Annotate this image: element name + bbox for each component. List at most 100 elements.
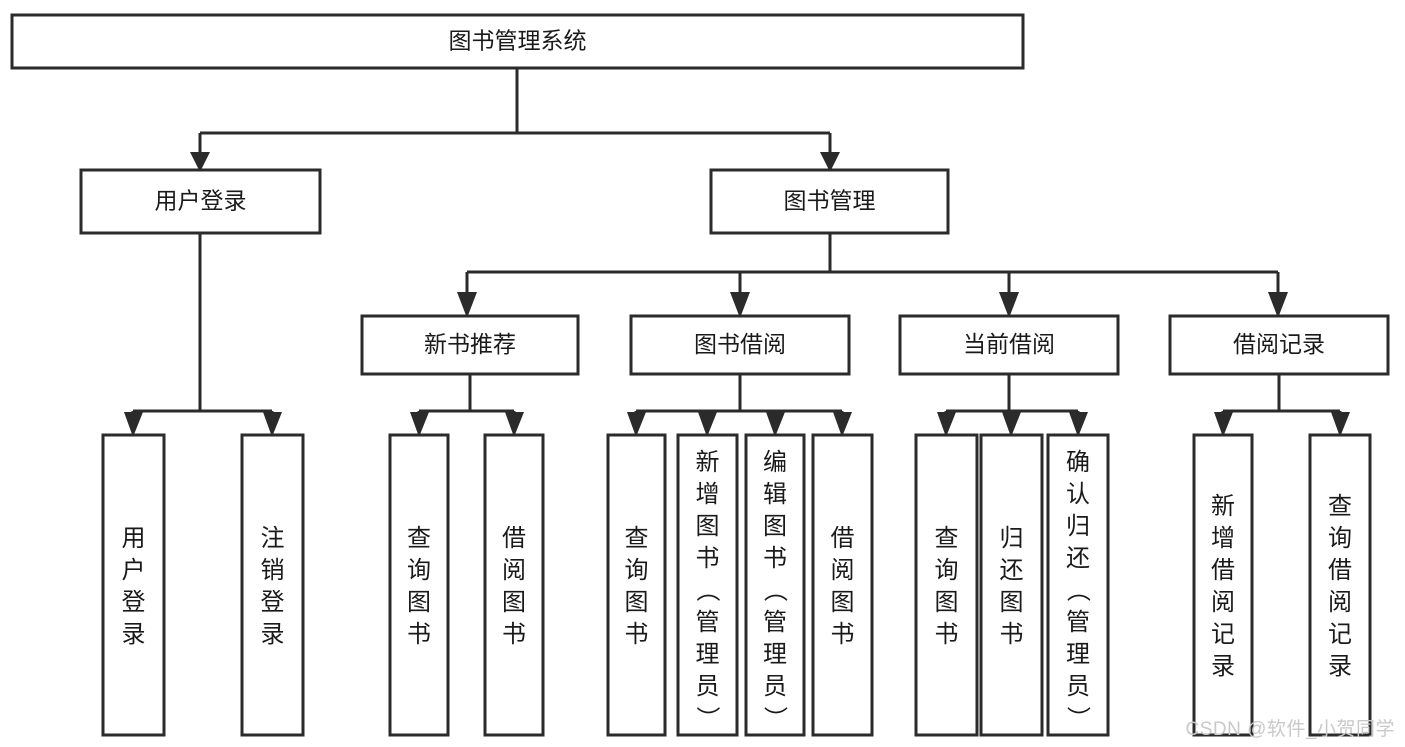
node-box[interactable]: [709, 168, 950, 235]
node-label-char: 图: [625, 589, 649, 616]
node-label-char: 询: [935, 557, 959, 584]
node-label-char: 书: [763, 545, 787, 572]
node-box[interactable]: [240, 433, 305, 737]
node-box[interactable]: [606, 433, 667, 737]
node-label-char: 借: [831, 525, 855, 552]
node-label-char: 书: [935, 621, 959, 648]
arrow-head-to-leaf-新增图书: [698, 412, 717, 437]
arrow-head-to-用户登录: [190, 152, 210, 172]
node-box[interactable]: [1168, 314, 1390, 376]
node-level3-3[interactable]: 借阅记录: [1168, 314, 1390, 376]
node-label-char: 借: [1328, 557, 1352, 584]
node-box[interactable]: [914, 433, 979, 737]
node-box[interactable]: [898, 314, 1120, 376]
node-label-char: 图: [831, 589, 855, 616]
node-label-char: 书: [407, 621, 431, 648]
arrow-head-to-图书管理: [820, 152, 840, 172]
node-label-char: 书: [502, 621, 526, 648]
node-box[interactable]: [629, 314, 851, 376]
node-level3-0[interactable]: 新书推荐: [360, 314, 580, 376]
node-box[interactable]: [676, 433, 739, 737]
node-label-char: 理: [1066, 641, 1090, 668]
node-label-char: 书: [831, 621, 855, 648]
node-box[interactable]: [388, 433, 450, 737]
connector-新书推荐-to-leaves: [417, 374, 516, 418]
arrow-head-to-新书推荐: [457, 292, 477, 318]
node-label-char: 登: [122, 589, 146, 616]
node-label-char: 管: [696, 609, 720, 636]
node-label-char: 管: [763, 609, 787, 636]
node-box[interactable]: [811, 433, 874, 737]
node-label-char: 录: [122, 621, 146, 648]
node-label-char: ）: [1064, 706, 1091, 730]
node-label-char: 还: [1000, 557, 1024, 584]
node-label-char: 查: [407, 525, 431, 552]
node-label-char: （: [1064, 578, 1091, 602]
node-box[interactable]: [979, 433, 1044, 737]
node-label-char: 理: [763, 641, 787, 668]
node-box[interactable]: [79, 168, 322, 235]
arrow-head-to-图书借阅: [730, 292, 750, 318]
connector-root-to-level2: [198, 68, 832, 152]
node-label-char: 登: [261, 589, 285, 616]
node-level3-1[interactable]: 图书借阅: [629, 314, 851, 376]
node-level2-1[interactable]: 图书管理: [709, 168, 950, 235]
node-leaf-0[interactable]: 用户登录: [101, 433, 166, 737]
node-label-char: 员: [1066, 673, 1090, 700]
arrow-head-to-leaf-用户登录: [124, 412, 143, 437]
connector-layer: [124, 68, 1350, 437]
node-label-char: 阅: [831, 557, 855, 584]
node-label-char: 询: [407, 557, 431, 584]
node-label-char: 归: [1000, 525, 1024, 552]
node-box[interactable]: [1046, 433, 1110, 737]
node-root-0[interactable]: 图书管理系统: [10, 13, 1025, 70]
node-box[interactable]: [1308, 433, 1372, 737]
node-label-char: 销: [261, 557, 285, 584]
node-box[interactable]: [744, 433, 806, 737]
node-label-char: 管: [1066, 609, 1090, 636]
node-label-char: 阅: [502, 557, 526, 584]
node-label-char: 查: [1328, 493, 1352, 520]
node-label-char: 图: [1000, 589, 1024, 616]
node-label-char: 增: [1211, 525, 1235, 552]
node-label: 新书推荐: [424, 331, 516, 357]
node-label-char: 户: [122, 557, 146, 584]
node-label-char: 记: [1211, 621, 1235, 648]
node-label-char: （: [694, 578, 721, 602]
node-label-char: 员: [696, 673, 720, 700]
node-box[interactable]: [10, 13, 1025, 70]
node-label-char: 员: [763, 673, 787, 700]
node-label-char: ）: [694, 706, 721, 730]
node-box[interactable]: [483, 433, 545, 737]
node-label-char: 录: [1211, 653, 1235, 680]
node-label: 用户登录: [155, 188, 247, 214]
node-label: 借阅记录: [1233, 331, 1325, 357]
node-box[interactable]: [1192, 433, 1254, 737]
node-level3-2[interactable]: 当前借阅: [898, 314, 1120, 376]
node-level2-0[interactable]: 用户登录: [79, 168, 322, 235]
arrow-head-to-leaf-查询图书-图书借阅: [627, 412, 646, 437]
node-label: 图书借阅: [694, 331, 786, 357]
connector-图书管理-to-modules: [465, 233, 1280, 296]
node-label-char: 查: [625, 525, 649, 552]
node-box[interactable]: [360, 314, 580, 376]
node-label-char: 理: [696, 641, 720, 668]
node-label-char: 书: [625, 621, 649, 648]
node-label-char: 图: [935, 589, 959, 616]
node-box[interactable]: [101, 433, 166, 737]
node-label-char: 借: [502, 525, 526, 552]
node-label-char: 还: [1066, 545, 1090, 572]
node-label-char: 询: [625, 557, 649, 584]
